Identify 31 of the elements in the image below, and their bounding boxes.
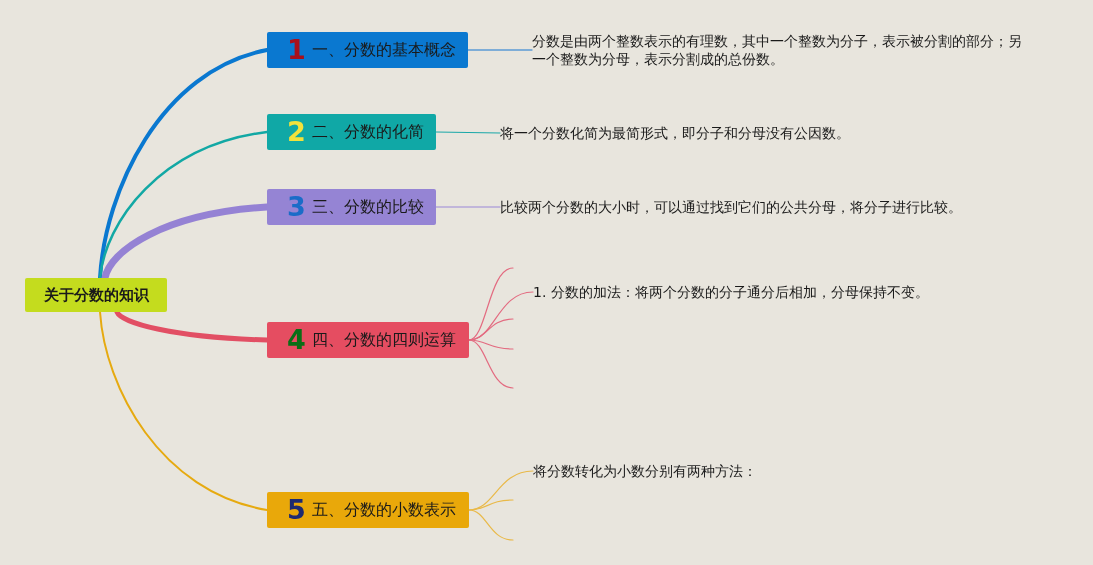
- topic-number: 1: [287, 35, 306, 65]
- topic-label: 一、分数的基本概念: [311, 40, 456, 60]
- topic-label: 三、分数的比较: [311, 197, 424, 217]
- note-text: 1. 分数的加法：将两个分数的分子通分后相加，分母保持不变。: [533, 283, 933, 301]
- note-text: 分数是由两个整数表示的有理数，其中一个整数为分子，表示被分割的部分；另一个整数为分母，表示分割成的总份数。: [532, 32, 1029, 68]
- topic-box: [267, 492, 469, 528]
- topic-label: 二、分数的化简: [311, 122, 424, 142]
- topic-number: 5: [287, 495, 306, 525]
- topic-box: [267, 322, 469, 358]
- topic-box: [267, 114, 436, 150]
- branch-line: [435, 206, 501, 208]
- branch-line: [468, 509, 514, 541]
- topic-number: 2: [287, 117, 306, 147]
- note-text: 比较两个分数的大小时，可以通过找到它们的公共分母，将分子进行比较。: [500, 198, 970, 216]
- topic-label: 五、分数的小数表示: [311, 500, 456, 520]
- branch-line: [435, 131, 501, 134]
- branch-line: [468, 499, 514, 511]
- central-topic-box: [25, 278, 167, 312]
- branch-line: [99, 311, 268, 511]
- branch-line: [98, 48, 269, 280]
- topic-number: 4: [287, 325, 306, 355]
- note-text: 将一个分数化简为最简形式，即分子和分母没有公因数。: [500, 124, 860, 142]
- branch-line: [467, 49, 533, 51]
- branch-line: [98, 130, 269, 280]
- topic-box: [267, 32, 468, 68]
- topic-label: 四、分数的四则运算: [311, 330, 456, 350]
- branch-line: [468, 339, 514, 389]
- topic-number: 3: [287, 192, 306, 222]
- note-text: 将分数转化为小数分别有两种方法：: [533, 462, 773, 480]
- topic-box: [267, 189, 436, 225]
- central-topic-label: 关于分数的知识: [43, 285, 149, 305]
